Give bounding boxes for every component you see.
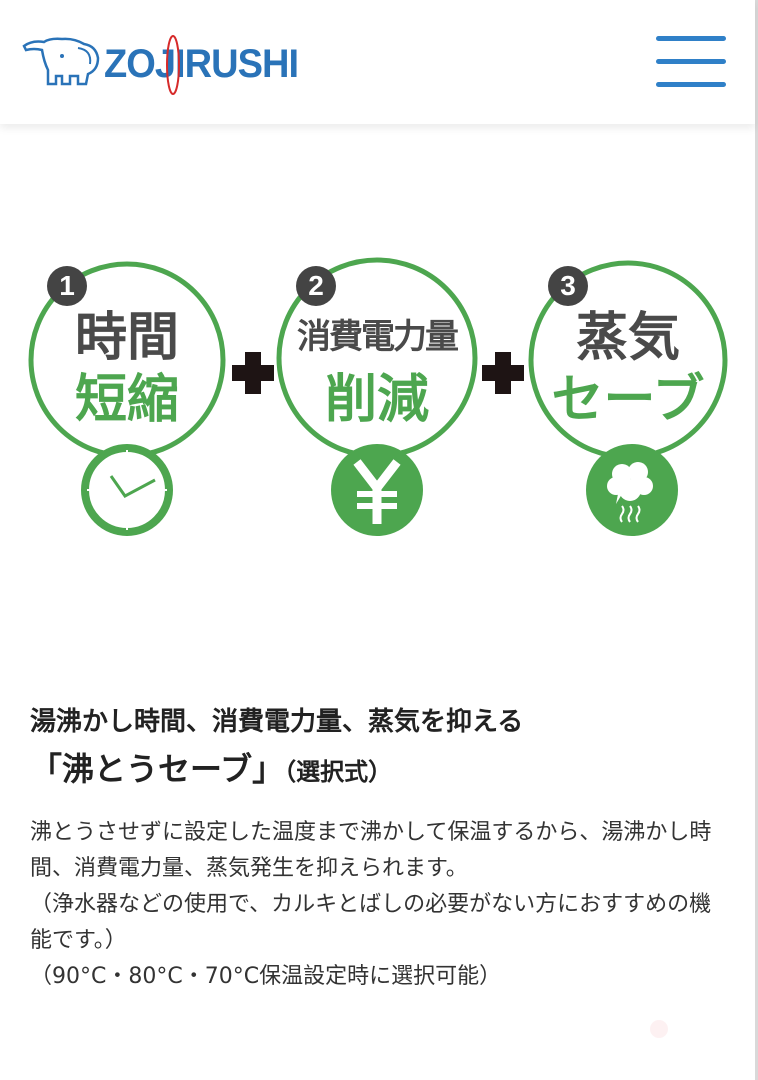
feature-line2: 削減	[324, 370, 429, 430]
description-paragraph: （90°C・80°C・70°C保温設定時に選択可能）	[30, 964, 502, 989]
feature-line2: セーブ	[551, 370, 705, 430]
description-paragraph: 沸とうさせずに設定した温度まで沸かして保温するから、湯沸かし時間、消費電力量、蒸…	[30, 820, 712, 881]
heading-line2: 「沸とうセーブ」（選択式）	[30, 744, 730, 797]
steam-cloud-icon	[586, 444, 678, 536]
faint-watermark	[650, 1020, 668, 1038]
logo-red-ring-icon	[166, 35, 180, 95]
hamburger-menu-icon[interactable]	[656, 34, 728, 90]
feature-line2: 短縮	[74, 370, 179, 430]
feature-line1: 時間	[74, 308, 179, 368]
feature-number-badge: 1	[47, 266, 87, 306]
scrollbar-edge[interactable]	[755, 0, 758, 1080]
brand-name: ZOJIRUSHI	[104, 42, 299, 86]
description-paragraph: （浄水器などの使用で、カルキとばしの必要がない方におすすめの機能です。）	[30, 892, 712, 953]
heading-main: 「沸とうセーブ」	[30, 750, 285, 788]
yen-icon	[331, 444, 423, 536]
section-heading: 湯沸かし時間、消費電力量、蒸気を抑える 「沸とうセーブ」（選択式）	[30, 700, 730, 797]
feature-line1: 蒸気	[575, 308, 680, 368]
elephant-logo-icon	[22, 37, 100, 86]
feature-number-badge: 3	[548, 266, 588, 306]
clock-icon	[81, 444, 173, 536]
plus-icon	[482, 352, 524, 394]
plus-icon	[232, 352, 274, 394]
site-header: ZOJIRUSHI	[0, 0, 755, 124]
feature-number-badge: 2	[296, 266, 336, 306]
heading-sub: （選択式）	[284, 758, 393, 786]
heading-line1: 湯沸かし時間、消費電力量、蒸気を抑える	[30, 707, 524, 737]
feature-line1: 消費電力量	[297, 317, 459, 357]
feature-description-section: 湯沸かし時間、消費電力量、蒸気を抑える 「沸とうセーブ」（選択式） 沸とうさせず…	[30, 700, 730, 995]
brand-logo[interactable]: ZOJIRUSHI	[22, 34, 307, 96]
description-body: 沸とうさせずに設定した温度まで沸かして保温するから、湯沸かし時間、消費電力量、蒸…	[30, 815, 730, 995]
